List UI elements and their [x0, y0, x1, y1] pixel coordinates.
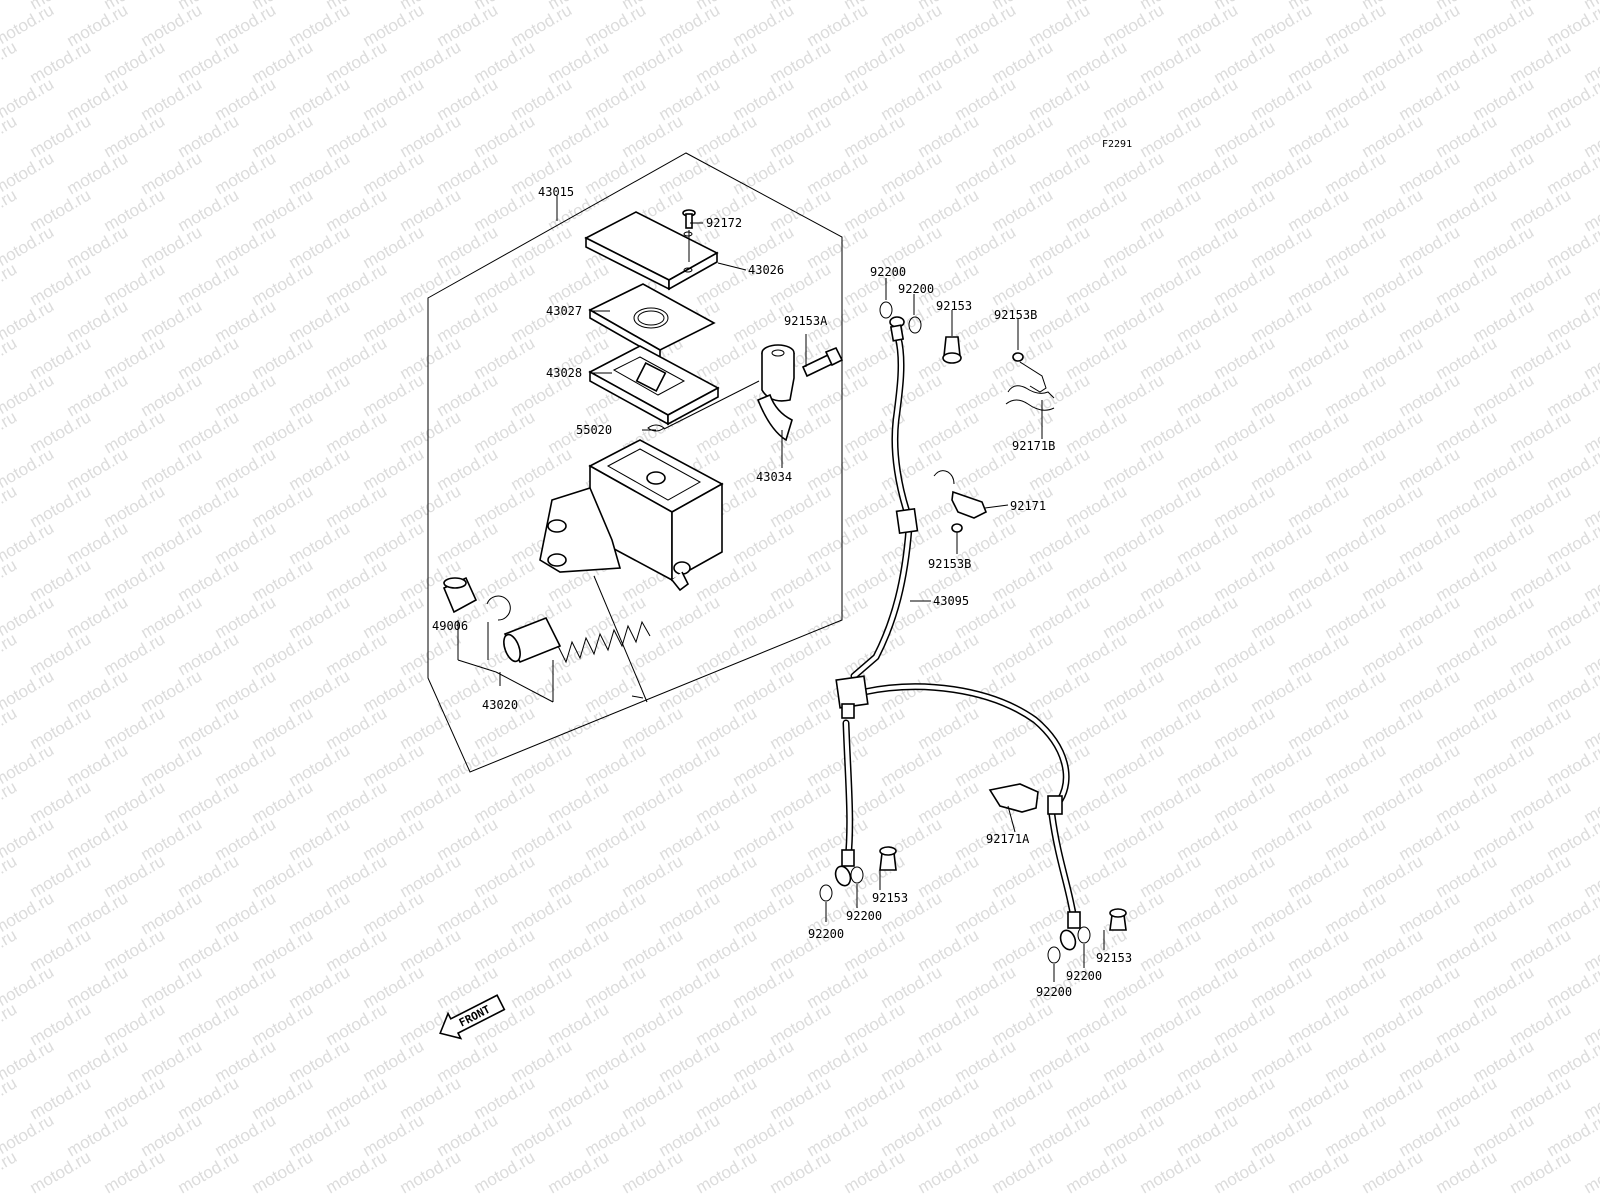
watermark-text: motod.ru — [323, 1147, 391, 1197]
label-43027: 43027 — [546, 304, 582, 318]
label-43020: 43020 — [482, 698, 518, 712]
label-92153B-a: 92153B — [994, 308, 1037, 322]
label-43095: 43095 — [933, 594, 969, 608]
watermark-text: motod.ru — [1544, 296, 1600, 346]
watermark-text: motod.ru — [0, 777, 20, 827]
watermark-text: motod.ru — [0, 925, 20, 975]
diaphragm — [588, 345, 720, 426]
label-92200-e: 92200 — [1066, 969, 1102, 983]
label-92153B-b: 92153B — [928, 557, 971, 571]
label-92171A: 92171A — [986, 832, 1030, 846]
label-92153A: 92153A — [784, 314, 828, 328]
watermark-text: motod.ru — [0, 37, 20, 87]
watermark-text: motod.ru — [249, 1147, 317, 1197]
watermark-text: motod.ru — [1063, 1147, 1131, 1197]
watermark-text: motod.ru — [0, 703, 20, 753]
label-92200-c: 92200 — [846, 909, 882, 923]
watermark-text: motod.ru — [1137, 1147, 1205, 1197]
label-43026: 43026 — [748, 263, 784, 277]
watermark-text: motod.ru — [471, 1147, 539, 1197]
watermark-text: motod.ru — [693, 1147, 761, 1197]
watermark-text: motod.ru — [0, 629, 20, 679]
watermark-text: motod.ru — [1359, 1147, 1427, 1197]
watermark-text: motod.ru — [27, 1147, 95, 1197]
watermark-text: motod.ru — [0, 407, 20, 457]
label-92153-a: 92153 — [936, 299, 972, 313]
watermark-text: motod.ru — [1544, 592, 1600, 642]
label-49006: 49006 — [432, 619, 468, 633]
watermark-text: motod.ru — [0, 333, 20, 383]
watermark-text: motod.ru — [1544, 1110, 1600, 1160]
label-92153-c: 92153 — [1096, 951, 1132, 965]
label-55020: 55020 — [576, 423, 612, 437]
watermark-text: motod.ru — [1211, 1147, 1279, 1197]
watermark-text: motod.ru — [0, 481, 20, 531]
label-92153-b: 92153 — [872, 891, 908, 905]
watermark-text: motod.ru — [989, 1147, 1057, 1197]
watermark-text: motod.ru — [1544, 444, 1600, 494]
watermark-text: motod.ru — [1544, 148, 1600, 198]
watermark-text: motod.ru — [767, 1147, 835, 1197]
label-43028: 43028 — [546, 366, 582, 380]
watermark-text: motod.ru — [0, 111, 20, 161]
watermark-text: motod.ru — [1544, 666, 1600, 716]
watermark-text: motod.ru — [397, 1147, 465, 1197]
watermark-text: motod.ru — [0, 555, 20, 605]
watermark-text: motod.ru — [0, 1073, 20, 1123]
watermark-text: motod.ru — [1581, 1147, 1600, 1197]
watermark-text: motod.ru — [1544, 370, 1600, 420]
label-92172: 92172 — [706, 216, 742, 230]
watermark-text: motod.ru — [101, 1147, 169, 1197]
watermark-text: motod.ru — [619, 1147, 687, 1197]
watermark-text: motod.ru — [1544, 222, 1600, 272]
label-92171: 92171 — [1010, 499, 1046, 513]
label-92200-f: 92200 — [1036, 985, 1072, 999]
watermark-text: motod.ru — [0, 999, 20, 1049]
label-92200-b: 92200 — [898, 282, 934, 296]
clamp-43034 — [756, 344, 795, 442]
watermark-text: motod.ru — [1544, 74, 1600, 124]
watermark-text: motod.ru — [545, 1147, 613, 1197]
watermark-text: motod.ru — [1544, 1036, 1600, 1086]
watermark-text: motod.ru — [1544, 0, 1600, 50]
watermark-text: motod.ru — [915, 1147, 983, 1197]
watermark-text: motod.ru — [1507, 1147, 1575, 1197]
figure-code: F2291 — [1102, 139, 1132, 150]
label-92200-d: 92200 — [808, 927, 844, 941]
watermark-text: motod.ru — [175, 1147, 243, 1197]
watermark-text: motod.ru — [0, 851, 20, 901]
label-43034: 43034 — [756, 470, 792, 484]
watermark-text: motod.ru — [1544, 888, 1600, 938]
label-92171B: 92171B — [1012, 439, 1055, 453]
watermark-text: motod.ru — [1544, 740, 1600, 790]
watermark-text: motod.ru — [1544, 814, 1600, 864]
watermark-text: motod.ru — [841, 1147, 909, 1197]
watermark-text: motod.ru — [0, 259, 20, 309]
watermark-text: motod.ru — [0, 1147, 20, 1197]
watermark-text: motod.ru — [1285, 1147, 1353, 1197]
watermark-text: motod.ru — [1544, 518, 1600, 568]
watermark-text: motod.ru — [1433, 1147, 1501, 1197]
label-92200-a: 92200 — [870, 265, 906, 279]
watermark-text: motod.ru — [1544, 962, 1600, 1012]
watermark-text: motod.ru — [0, 0, 20, 13]
watermark-text: motod.ru — [0, 185, 20, 235]
label-43015: 43015 — [538, 185, 574, 199]
